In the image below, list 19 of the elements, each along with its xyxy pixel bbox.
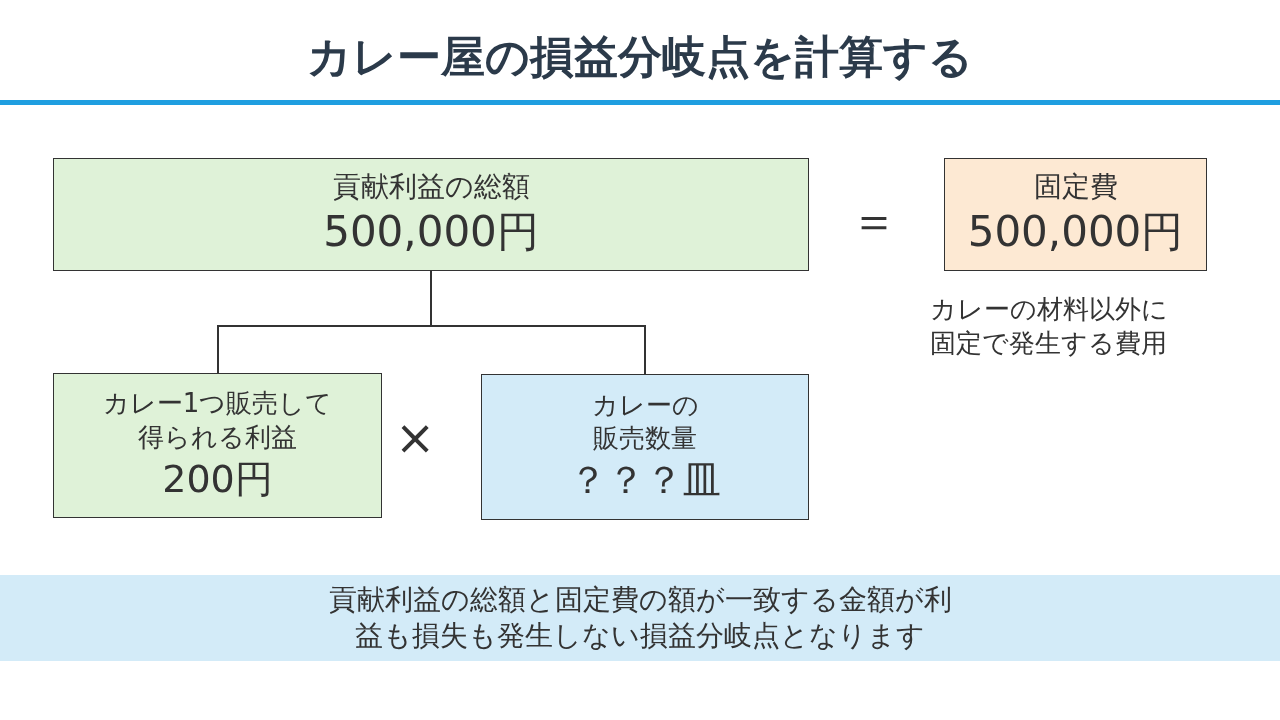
process-box (481, 374, 809, 520)
multiply-sign: × (395, 413, 436, 461)
equals-sign: ＝ (850, 196, 898, 244)
connector-line (430, 270, 646, 375)
title: カレー屋の損益分岐点を計算する (306, 30, 974, 84)
node-heading: 固定費 (1033, 169, 1118, 205)
amount-text: ？？？皿 (569, 457, 721, 505)
amount-text: 500,000円 (323, 206, 539, 259)
amount-text: 500,000円 (967, 206, 1184, 259)
summary-text: 貢献利益の総額と固定費の額が一致する金額が利益も損失も発生しない損益分岐点となります (327, 581, 953, 654)
node-heading: カレー1つ販売して得られる利益 (101, 387, 334, 454)
note-text: カレーの材料以外に固定で発生する費用 (930, 293, 1169, 360)
process-box (53, 373, 382, 518)
node-heading: カレーの販売数量 (590, 388, 700, 456)
summary-banner (0, 575, 1280, 661)
amount-text: 200円 (162, 455, 273, 503)
process-box (944, 158, 1207, 271)
process-box (53, 158, 809, 271)
node-heading: 貢献利益の総額 (332, 169, 530, 205)
